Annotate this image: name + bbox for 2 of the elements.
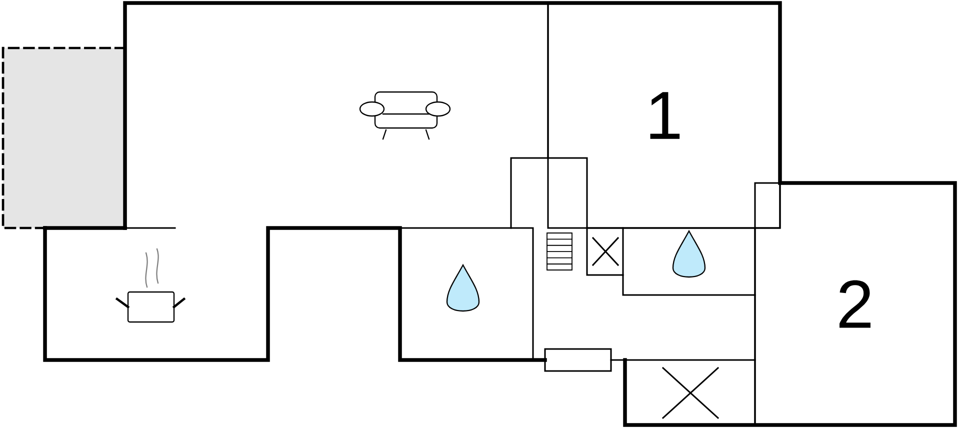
room: 1 — [547, 2, 781, 229]
room: 2 — [754, 182, 956, 426]
